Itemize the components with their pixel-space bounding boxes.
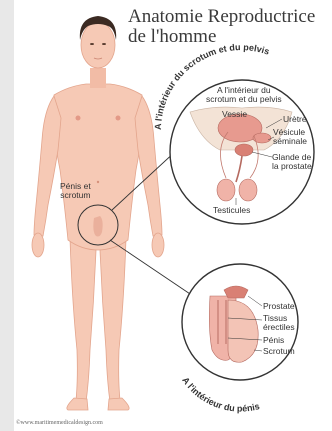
left-foot xyxy=(67,398,88,410)
genitals xyxy=(93,216,102,237)
left-arm xyxy=(34,96,61,236)
label-tissus-line-2: érectiles xyxy=(263,323,295,332)
right-nipple xyxy=(116,116,121,121)
left-nipple xyxy=(76,116,81,121)
label-uretre: Urètre xyxy=(283,115,307,124)
body-label-line-2: scrotum xyxy=(60,191,91,200)
circle-top-inner-title-line-2: scrotum et du pelvis xyxy=(206,95,282,104)
label-prostate: Prostate xyxy=(263,302,295,311)
right-testicle xyxy=(239,179,257,201)
label-vessie: Vessie xyxy=(222,110,247,119)
label-tissus: Tissus érectiles xyxy=(263,314,295,332)
anatomy-illustration: A l'intérieur du scrotum et du pelvis A … xyxy=(14,0,332,431)
prostate-gland xyxy=(235,144,253,156)
credit-line: ©www.maritimemedicaldesign.com xyxy=(16,420,103,426)
label-vesicule: Vésicule séminale xyxy=(273,128,307,146)
neck xyxy=(90,68,106,88)
right-foot xyxy=(108,398,129,410)
label-vesicule-line-2: séminale xyxy=(273,137,307,146)
male-figure xyxy=(32,16,164,410)
label-glande: Glande de la prostate xyxy=(272,153,312,171)
diagram-page: Anatomie Reproductrice de l'homme xyxy=(14,0,332,431)
right-leg xyxy=(100,238,126,402)
body-label: Pénis et scrotum xyxy=(60,182,91,200)
label-testicules: Testicules xyxy=(213,206,250,215)
circle-top-inner-title: A l'intérieur du scrotum et du pelvis xyxy=(206,86,282,104)
navel xyxy=(97,181,99,183)
left-eye xyxy=(90,43,94,45)
left-leg xyxy=(70,238,96,402)
head xyxy=(81,22,115,68)
prostate-small xyxy=(224,286,248,298)
right-eye xyxy=(102,43,106,45)
label-glande-line-2: la prostate xyxy=(272,162,312,171)
circle-bottom-arc-label: A l'intérieur du pénis xyxy=(180,375,260,413)
label-scrotum: Scrotum xyxy=(263,347,295,356)
left-hand xyxy=(32,233,44,257)
label-penis: Pénis xyxy=(263,336,284,345)
left-testicle xyxy=(217,179,235,201)
right-hand xyxy=(152,233,164,257)
